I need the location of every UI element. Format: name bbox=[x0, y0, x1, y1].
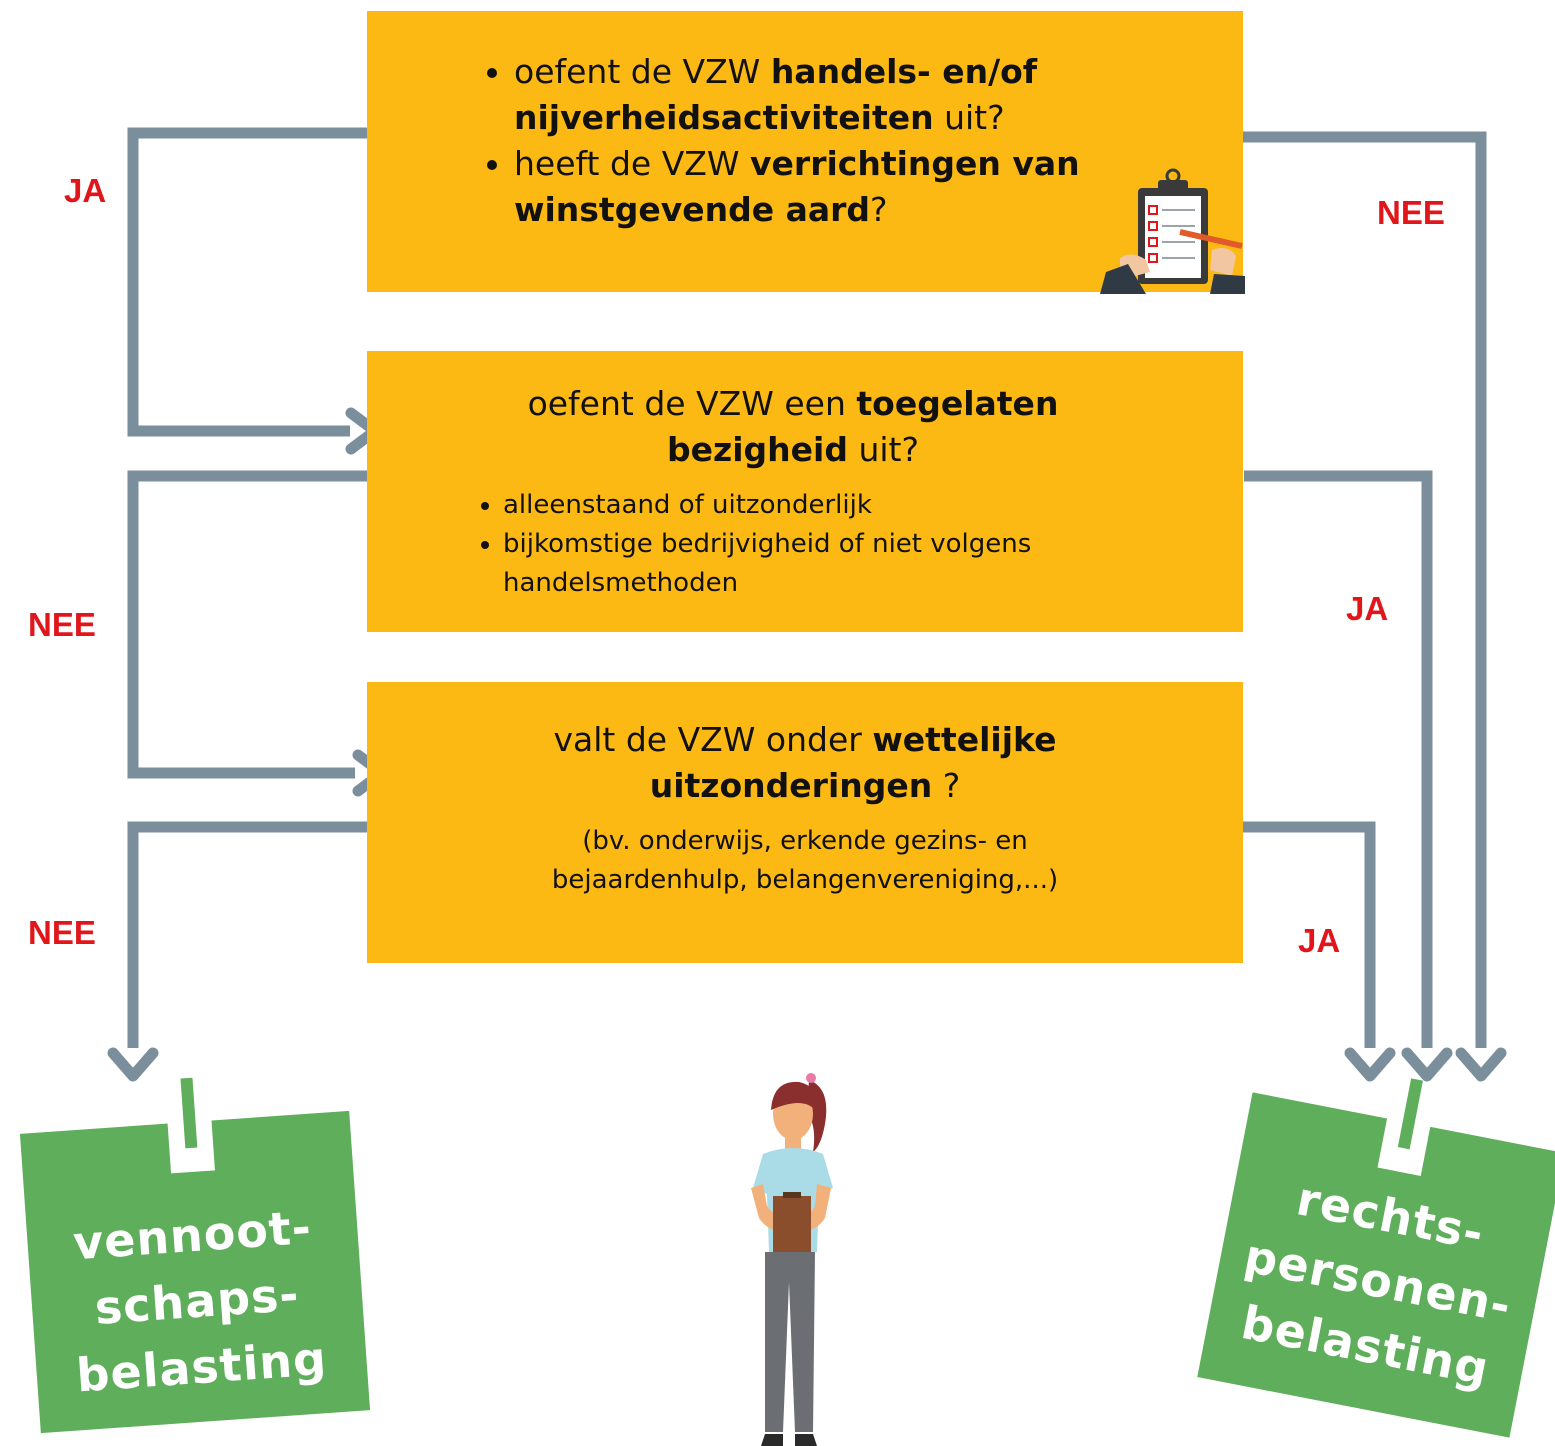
arrow-q1-nee bbox=[1240, 131, 1487, 1048]
question-1-item-2: heeft de VZW verrichtingen van winstgeve… bbox=[514, 141, 1114, 233]
outcome-card-rechtspersonenbelasting: rechts- personen- belasting bbox=[1197, 1078, 1555, 1438]
question-box-2: oefent de VZW een toegelaten bezigheid u… bbox=[367, 351, 1243, 632]
outcome-card-vennootschapsbelasting: vennoot- schaps- belasting bbox=[19, 1077, 371, 1434]
label-q1-nee: NEE bbox=[1377, 194, 1445, 231]
question-1-item-1: oefent de VZW handels- en/of nijverheids… bbox=[514, 49, 1114, 141]
question-box-1: oefent de VZW handels- en/of nijverheids… bbox=[367, 11, 1245, 294]
label-q1-ja: JA bbox=[64, 172, 107, 209]
question-2-bullet: bijkomstige bedrijvigheid of niet volgen… bbox=[503, 525, 1143, 603]
label-q3-ja: JA bbox=[1298, 922, 1341, 959]
question-3-title: valt de VZW onder wettelijke uitzonderin… bbox=[553, 720, 1057, 805]
outcome-right-label: rechts- personen- belasting bbox=[1237, 1171, 1516, 1396]
arrowhead-q1-nee bbox=[1455, 1047, 1507, 1082]
outcome-left-label: vennoot- schaps- belasting bbox=[71, 1199, 329, 1403]
question-box-3: valt de VZW onder wettelijke uitzonderin… bbox=[367, 682, 1243, 963]
arrowhead-q3-nee bbox=[107, 1047, 159, 1082]
arrow-q3-ja bbox=[1240, 821, 1376, 1048]
question-2-bullets: alleenstaand of uitzonderlijk bijkomstig… bbox=[475, 486, 1143, 603]
arrow-q2-nee bbox=[127, 470, 372, 779]
clipboard-checklist-icon bbox=[1100, 168, 1245, 294]
question-2-title: oefent de VZW een toegelaten bezigheid u… bbox=[527, 384, 1059, 469]
arrow-q1-ja bbox=[127, 127, 372, 437]
label-q2-ja: JA bbox=[1346, 590, 1389, 627]
arrow-q3-nee bbox=[127, 821, 372, 1048]
arrow-q2-ja bbox=[1244, 470, 1433, 1048]
arrowhead-q2-ja bbox=[1401, 1047, 1453, 1082]
label-q2-nee: NEE bbox=[28, 606, 96, 643]
woman-with-clipboard-illustration bbox=[751, 1073, 833, 1446]
question-2-bullet: alleenstaand of uitzonderlijk bbox=[503, 486, 1143, 525]
arrowhead-q3-ja bbox=[1344, 1047, 1396, 1082]
question-1-list: oefent de VZW handels- en/of nijverheids… bbox=[472, 49, 1114, 233]
label-q3-nee: NEE bbox=[28, 914, 96, 951]
